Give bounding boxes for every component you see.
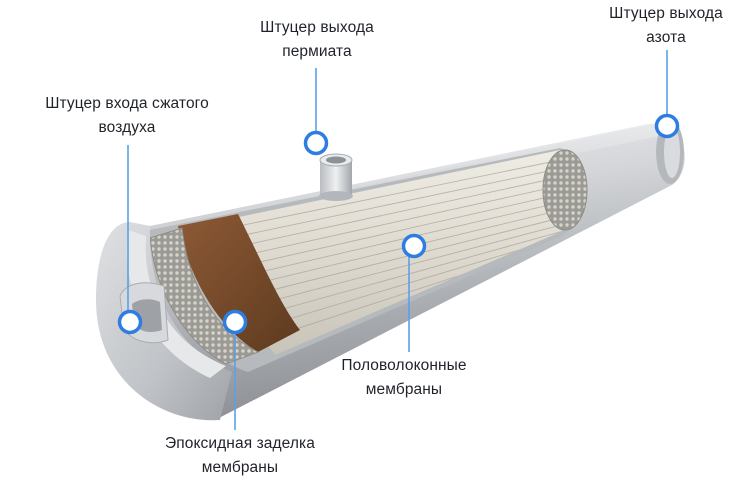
markers (117, 113, 680, 335)
hollow-fibers-label: Половолоконные мембраны (330, 354, 478, 402)
air-inlet-label: Штуцер входа сжатого воздуха (12, 92, 242, 140)
marker-epoxy-potting[interactable] (222, 309, 248, 335)
epoxy-potting-label-line1: Эпоксидная заделка (165, 435, 315, 452)
hollow-fibers-label-line1: Половолоконные (341, 357, 467, 374)
nitrogen-outlet-label-line1: Штуцер выхода (609, 5, 723, 22)
epoxy-potting-label: Эпоксидная заделка мембраны (140, 432, 340, 480)
permeate-outlet-label-line1: Штуцер выхода (260, 19, 374, 36)
epoxy-potting (178, 214, 300, 352)
nitrogen-outlet-label: Штуцер выхода азота (585, 2, 747, 50)
hollow-fibers-label-line2: мембраны (365, 381, 443, 398)
leader-lines (127, 50, 668, 430)
permeate-nozzle-base (319, 191, 353, 201)
marker-nitrogen-outlet[interactable] (654, 113, 680, 139)
permeate-outlet-label: Штуцер выхода пермиата (232, 16, 402, 64)
air-inlet-label-line1: Штуцер входа сжатого (45, 95, 209, 112)
fiber-end-face (542, 149, 588, 231)
nitrogen-outlet-label-line2: азота (646, 29, 686, 46)
marker-air-inlet[interactable] (117, 309, 143, 335)
permeate-nozzle-bore (326, 156, 346, 164)
epoxy-potting-label-line2: мембраны (201, 459, 279, 476)
air-inlet-label-line2: воздуха (98, 119, 156, 136)
permeate-outlet-label-line2: пермиата (282, 43, 352, 60)
marker-permeate-outlet[interactable] (303, 130, 329, 156)
far-end-cap-rim (664, 126, 680, 178)
marker-hollow-fibers[interactable] (401, 233, 427, 259)
